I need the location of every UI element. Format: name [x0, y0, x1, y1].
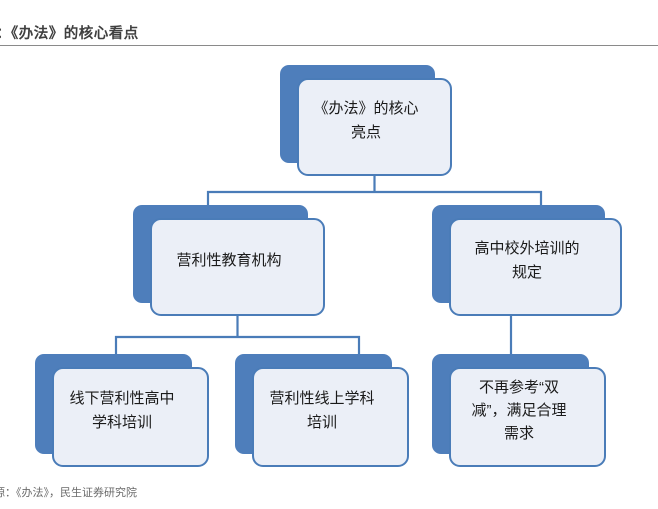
node-label: 营利性教育机构 — [176, 251, 282, 269]
node-offline-training[interactable]: 线下营利性高中 学科培训 — [35, 354, 209, 467]
org-chart-diagram: 《办法》的核心 亮点 营利性教育机构 高中校外培训的 规定 线下营利性高中 学科… — [0, 46, 658, 480]
source-note: 源：《办法》，民生证券研究院 — [0, 487, 137, 499]
node-body: 营利性线上学科 培训 — [252, 367, 409, 467]
node-label: 高中校外培训的 规定 — [474, 240, 580, 281]
node-online-training[interactable]: 营利性线上学科 培训 — [235, 354, 409, 467]
node-body: 《办法》的核心 亮点 — [297, 78, 452, 176]
page-title: ：《办法》的核心看点 — [0, 26, 139, 42]
node-body: 高中校外培训的 规定 — [449, 218, 622, 316]
node-reasonable-demand[interactable]: 不再参考“双 减”，满足合理 需求 — [432, 354, 606, 467]
node-core-highlights[interactable]: 《办法》的核心 亮点 — [280, 65, 452, 176]
header-divider — [0, 45, 658, 46]
node-label: 不再参考“双 减”，满足合理 需求 — [471, 378, 567, 443]
page-header: ：《办法》的核心看点 — [0, 0, 658, 46]
connector-lines — [114, 176, 543, 366]
node-label: 营利性线上学科 培训 — [269, 390, 375, 431]
node-label: 《办法》的核心 亮点 — [313, 100, 419, 141]
node-for-profit-institutions[interactable]: 营利性教育机构 — [133, 205, 325, 316]
node-highschool-offcampus-rules[interactable]: 高中校外培训的 规定 — [432, 205, 622, 316]
node-body: 线下营利性高中 学科培训 — [52, 367, 209, 467]
node-body: 不再参考“双 减”，满足合理 需求 — [449, 367, 606, 467]
node-label: 线下营利性高中 学科培训 — [69, 390, 175, 431]
node-body: 营利性教育机构 — [150, 218, 325, 316]
